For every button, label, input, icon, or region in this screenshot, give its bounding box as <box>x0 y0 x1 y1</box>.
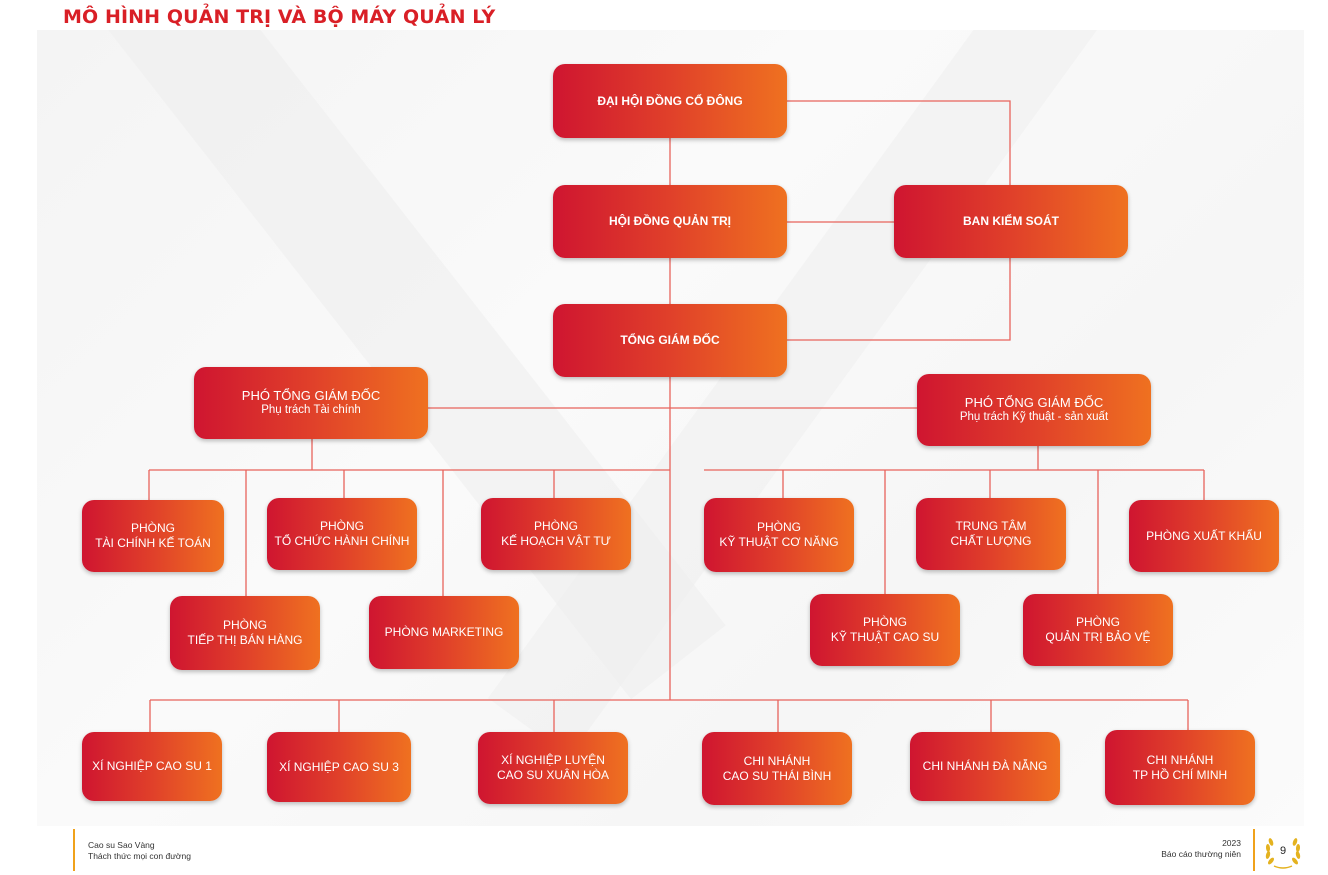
node-trung-tam-chat-luong: TRUNG TÂM CHẤT LƯỢNG <box>916 498 1066 570</box>
line-dhdcd-bks <box>786 100 1011 185</box>
node-chi-nhanh-cao-su-thai-binh: CHI NHÁNH CAO SU THÁI BÌNH <box>702 732 852 805</box>
node-phong-tai-chinh-ke-toan: PHÒNG TÀI CHÍNH KẾ TOÁN <box>82 500 224 572</box>
page-title: MÔ HÌNH QUẢN TRỊ VÀ BỘ MÁY QUẢN LÝ <box>63 6 496 28</box>
node-phong-tiep-thi-ban-hang: PHÒNG TIẾP THỊ BÁN HÀNG <box>170 596 320 670</box>
footer-year: 2023 <box>1222 838 1241 848</box>
node-dai-hoi-dong-co-dong: ĐẠI HỘI ĐỒNG CỔ ĐÔNG <box>553 64 787 138</box>
line-bks-tgd <box>786 258 1011 341</box>
node-phong-ky-thuat-cao-su: PHÒNG KỸ THUẬT CAO SU <box>810 594 960 666</box>
page-number: 9 <box>1279 845 1287 857</box>
node-pho-tong-giam-doc-tai-chinh: PHÓ TỔNG GIÁM ĐỐC Phụ trách Tài chính <box>194 367 428 439</box>
laurel-wreath-icon <box>1265 838 1301 869</box>
node-phong-quan-tri-bao-ve: PHÒNG QUẢN TRỊ BẢO VỆ <box>1023 594 1173 666</box>
footer-divider <box>1253 829 1255 871</box>
node-xi-nghiep-cao-su-3: XÍ NGHIỆP CAO SU 3 <box>267 732 411 802</box>
node-hoi-dong-quan-tri: HỘI ĐỒNG QUẢN TRỊ <box>553 185 787 258</box>
node-phong-ke-hoach-vat-tu: PHÒNG KẾ HOẠCH VẬT TƯ <box>481 498 631 570</box>
footer-company: Cao su Sao Vàng <box>88 840 155 850</box>
node-tong-giam-doc: TỔNG GIÁM ĐỐC <box>553 304 787 377</box>
node-phong-ky-thuat-co-nang: PHÒNG KỸ THUẬT CƠ NĂNG <box>704 498 854 572</box>
node-phong-marketing: PHÒNG MARKETING <box>369 596 519 669</box>
node-chi-nhanh-tp-ho-chi-minh: CHI NHÁNH TP HỒ CHÍ MINH <box>1105 730 1255 805</box>
footer-company-block: Cao su Sao Vàng Thách thức mọi con đường <box>73 829 191 871</box>
node-chi-nhanh-da-nang: CHI NHÁNH ĐÀ NẴNG <box>910 732 1060 801</box>
page-badge: 9 <box>1262 834 1304 870</box>
footer-slogan: Thách thức mọi con đường <box>88 851 191 861</box>
node-phong-to-chuc-hanh-chinh: PHÒNG TỔ CHỨC HÀNH CHÍNH <box>267 498 417 570</box>
footer-report-block: 2023 Báo cáo thường niên <box>1161 838 1241 860</box>
footer-report: Báo cáo thường niên <box>1161 849 1241 859</box>
node-xi-nghiep-luyen-cao-su-xuan-hoa: XÍ NGHIỆP LUYỆN CAO SU XUÂN HÒA <box>478 732 628 804</box>
node-pho-tong-giam-doc-ky-thuat: PHÓ TỔNG GIÁM ĐỐC Phụ trách Kỹ thuật - s… <box>917 374 1151 446</box>
node-ban-kiem-soat: BAN KIỂM SOÁT <box>894 185 1128 258</box>
node-phong-xuat-khau: PHÒNG XUẤT KHẨU <box>1129 500 1279 572</box>
node-xi-nghiep-cao-su-1: XÍ NGHIỆP CAO SU 1 <box>82 732 222 801</box>
